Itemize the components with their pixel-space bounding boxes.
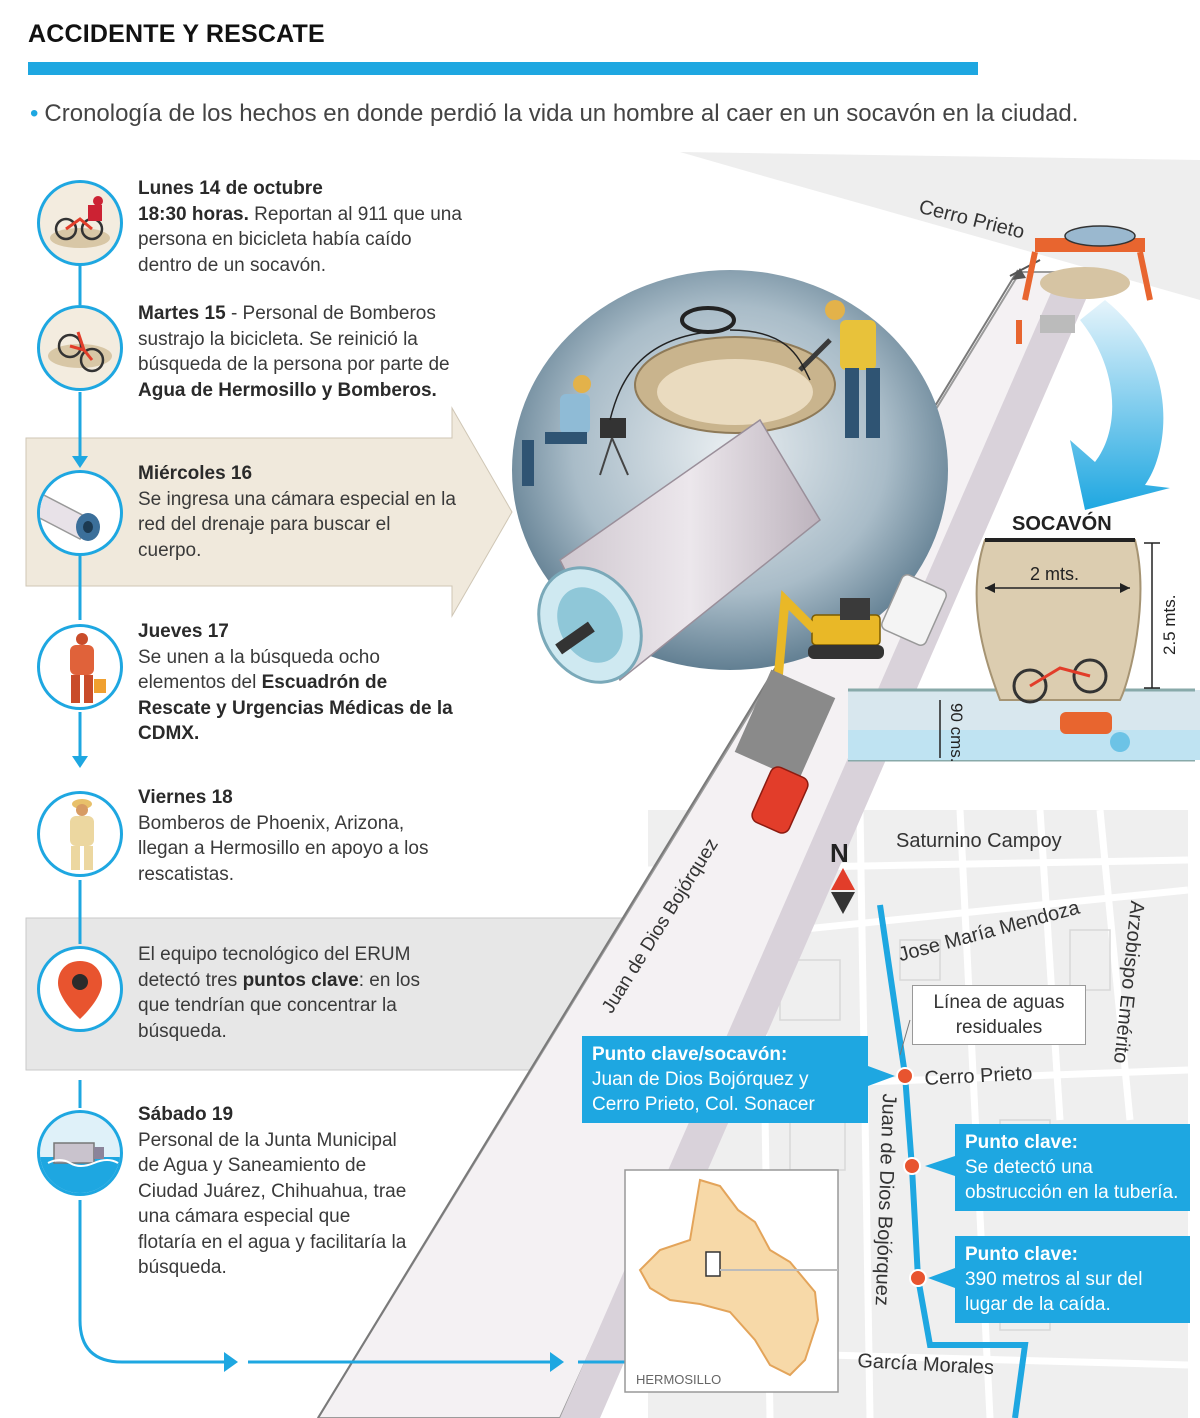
firefighter-icon [37,791,123,877]
callout-text: 390 metros al sur del lugar de la caída. [965,1269,1143,1315]
event-text: El equipo tecnológico del ERUM detectó t… [138,944,411,991]
red-car [751,766,809,834]
page-title: ACCIDENTE Y RESCATE [28,20,325,48]
event-thursday: Jueves 17 Se unen a la búsqueda ocho elem… [138,619,458,747]
title-underline [28,62,978,75]
pipe-shadow [560,272,1090,1418]
event-date: Viernes 18 [138,787,233,808]
socavon-arrow [1070,300,1170,510]
page-subtitle: •Cronología de los hechos en donde perdi… [30,100,1078,128]
callout-obstruction: Punto clave: Se detectó una obstrucción e… [955,1124,1190,1211]
event-tuesday: Martes 15 - Personal de Bomberos sustraj… [138,301,498,403]
event-bold: Agua de Hermosillo y Bomberos. [138,379,437,401]
pipe-camera-icon [37,470,123,556]
callout-text: Juan de Dios Bojórquez y Cerro Prieto, C… [592,1069,815,1115]
map-pin-icon [909,1269,927,1287]
worker-left [522,375,629,486]
event-time: 18:30 horas. [138,203,249,225]
event-saturday: Sábado 19 Personal de la Junta Municipal … [138,1102,408,1281]
sinkhole-section [975,539,1142,701]
white-truck [881,574,947,646]
map-pin-icon [37,946,123,1032]
callout-text: Se detectó una obstrucción en la tubería… [965,1157,1179,1203]
event-key-points: El equipo tecnológico del ERUM detectó t… [138,942,438,1044]
event-text: - Personal de Bomberos sustrajo la bicic… [138,303,450,375]
callout-title: Punto clave/socavón: [592,1044,788,1065]
event-text: Se ingresa una cámara especial en la red… [138,488,456,561]
width-label: 2 mts. [1030,564,1080,584]
event-friday: Viernes 18 Bomberos de Phoenix, Arizona, … [138,785,458,887]
bicycle-icon [37,305,123,391]
event-wednesday: Miércoles 16 Se ingresa una cámara especi… [138,461,458,563]
street-cerro-prieto-area [680,152,1200,300]
event-date: Sábado 19 [138,1104,234,1125]
callout-socavon: Punto clave/socavón: Juan de Dios Bojórqu… [582,1036,868,1123]
band-arrow-beige [25,406,513,618]
callout-title: Punto clave: [965,1132,1078,1153]
event-text: Reportan al 911 que una persona en bicic… [138,203,462,276]
north-arrow-icon [831,868,855,890]
event-text: Se unen a la búsqueda ocho elementos del [138,646,380,694]
event-text-after: : en los que tendrían que concentrar la … [138,969,420,1042]
inset-map-label: HERMOSILLO [636,1372,722,1387]
event-date: Lunes 14 de octubre [138,178,323,199]
street-label-saturnino: Saturnino Campoy [896,830,1062,852]
event-date: Jueves 17 [138,621,229,642]
map-pin-icon [903,1157,921,1175]
event-monday: Lunes 14 de octubre 18:30 horas. Reportan… [138,176,468,278]
socavon-label: SOCAVÓN [1012,513,1112,535]
pipe-diameter-label: 90 cms. [947,703,966,763]
north-label: N [830,838,849,868]
rescuer-icon [37,624,123,710]
event-bold: Escuadrón de Rescate y Urgencias Médicas… [138,672,453,744]
bicycle-fall-icon [37,180,123,266]
callout-390m: Punto clave: 390 metros al sur del lugar … [955,1236,1190,1323]
event-date: Martes 15 [138,303,226,324]
depth-label: 2.5 mts. [1160,594,1179,655]
callout-title: Punto clave: [965,1244,1078,1265]
excavator [773,589,884,681]
map-pin-icon [896,1067,914,1085]
worker-right [798,300,880,438]
subtitle-text: Cronología de los hechos en donde perdió… [44,100,1079,127]
event-text: Bomberos de Phoenix, Arizona, llegan a H… [138,812,429,885]
event-text: Personal de la Junta Municipal de Agua y… [138,1129,407,1279]
hermosillo-outline [638,1178,820,1377]
sewer-line-label: Línea de aguas residuales [912,985,1086,1045]
timeline-line [72,265,628,1372]
floating-camera-icon [37,1110,123,1196]
event-date: Miércoles 16 [138,463,253,484]
event-bold: puntos clave [242,969,359,991]
bullet-dot: • [30,100,39,127]
